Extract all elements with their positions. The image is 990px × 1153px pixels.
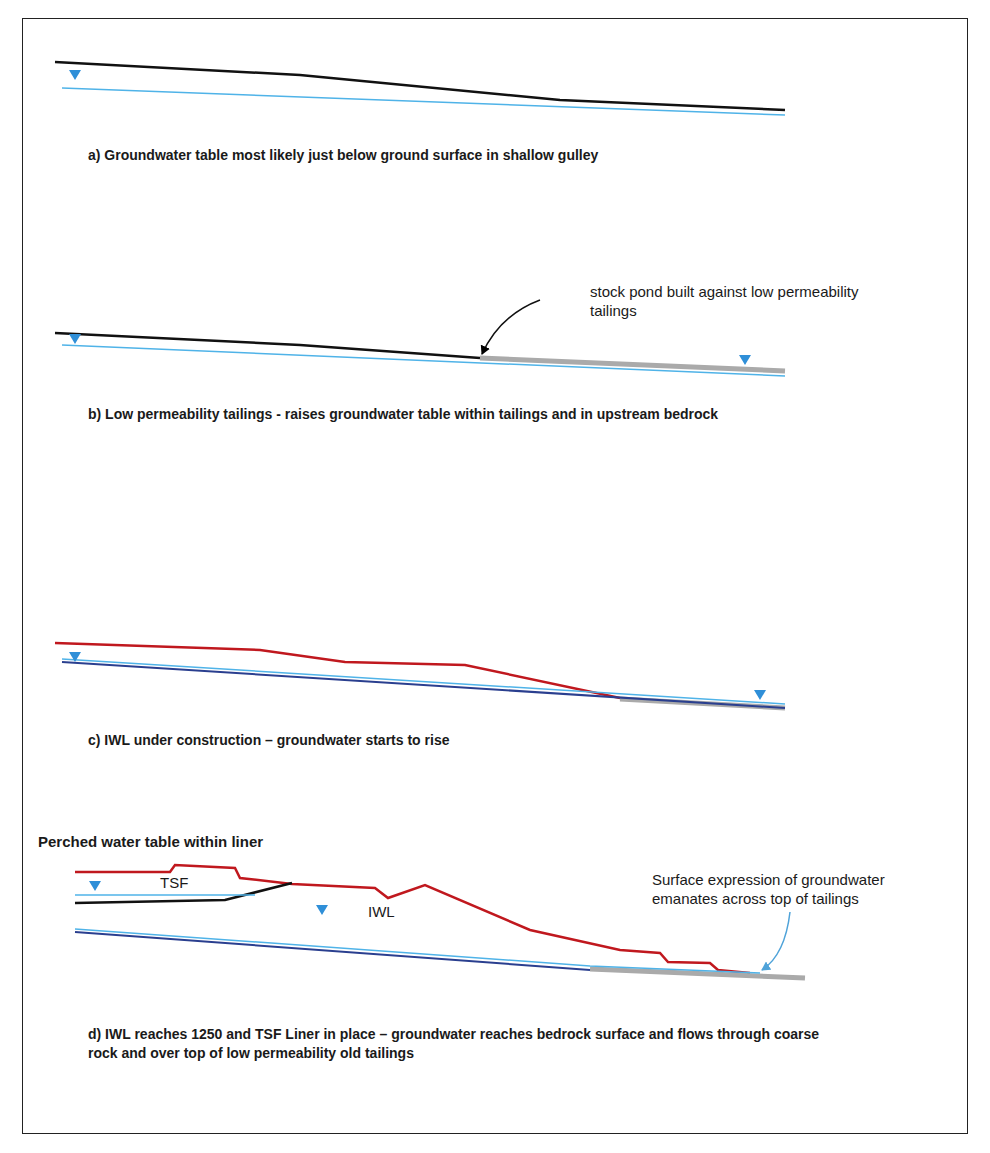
- callout-note: Perched water table within liner: [38, 832, 263, 851]
- caption: a) Groundwater table most likely just be…: [88, 146, 598, 165]
- area-label: TSF: [160, 873, 188, 892]
- caption: d) IWL reaches 1250 and TSF Liner in pla…: [88, 1025, 848, 1063]
- callout-note: stock pond built against low permeabilit…: [590, 282, 890, 320]
- caption: b) Low permeability tailings - raises gr…: [88, 405, 718, 424]
- caption: c) IWL under construction – groundwater …: [88, 731, 449, 750]
- area-label: IWL: [368, 902, 395, 921]
- callout-note: Surface expression of groundwater emanat…: [652, 870, 952, 908]
